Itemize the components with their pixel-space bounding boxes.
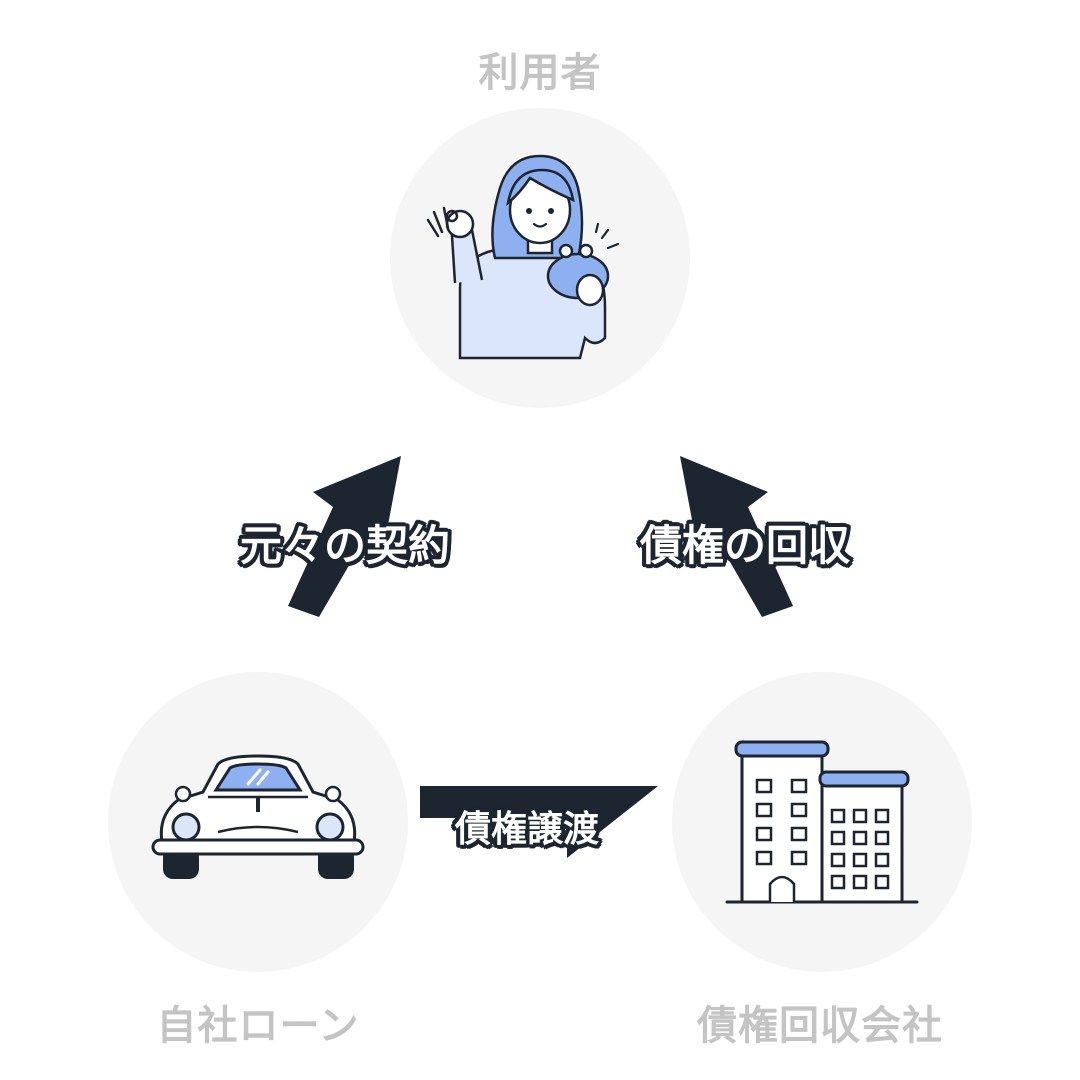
lender-label: 自社ローン (156, 1003, 360, 1049)
collection-arrow (680, 456, 793, 617)
woman-with-purse-icon (426, 154, 620, 360)
user-node (390, 108, 690, 408)
user-label: 利用者 (478, 50, 602, 96)
office-building-icon (725, 740, 919, 904)
contract-edge-label: 元々の契約 (240, 521, 451, 570)
collector-label: 債権回収会社 (697, 1003, 943, 1049)
collection-edge-label: 債権の回収 (640, 521, 851, 570)
lender-node (108, 672, 408, 972)
transfer-edge-label: 債権譲渡 (455, 809, 600, 850)
transfer-arrow (420, 786, 658, 858)
contract-arrow (288, 456, 401, 617)
collector-node (672, 672, 972, 972)
car-icon (151, 754, 365, 879)
